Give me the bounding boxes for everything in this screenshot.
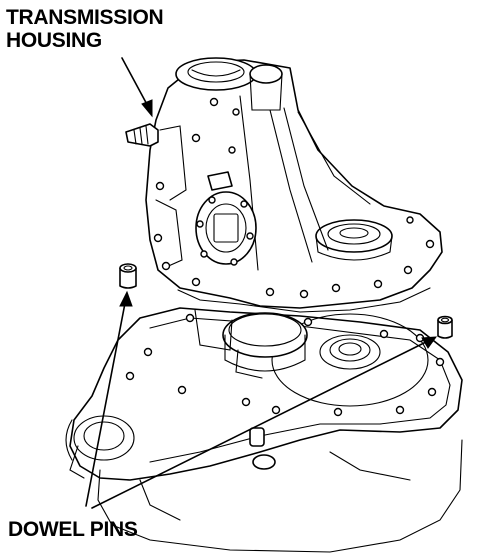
leader-arrow-pin-right [91, 336, 438, 509]
dowel-pin-left [119, 263, 137, 289]
leader-arrow-housing [121, 57, 153, 118]
flange-bolt-holes [125, 313, 445, 417]
dowel-pin-right [437, 315, 453, 339]
dowel-pins-label: DOWEL PINS [8, 518, 138, 541]
lower-case [65, 307, 463, 553]
label-line-2: HOUSING [6, 29, 102, 52]
transmission-housing-label: TRANSMISSION HOUSING [6, 6, 206, 52]
label-line-1: TRANSMISSION [6, 6, 164, 29]
transmission-housing [125, 57, 443, 313]
leader-arrow-pin-left [85, 290, 133, 507]
